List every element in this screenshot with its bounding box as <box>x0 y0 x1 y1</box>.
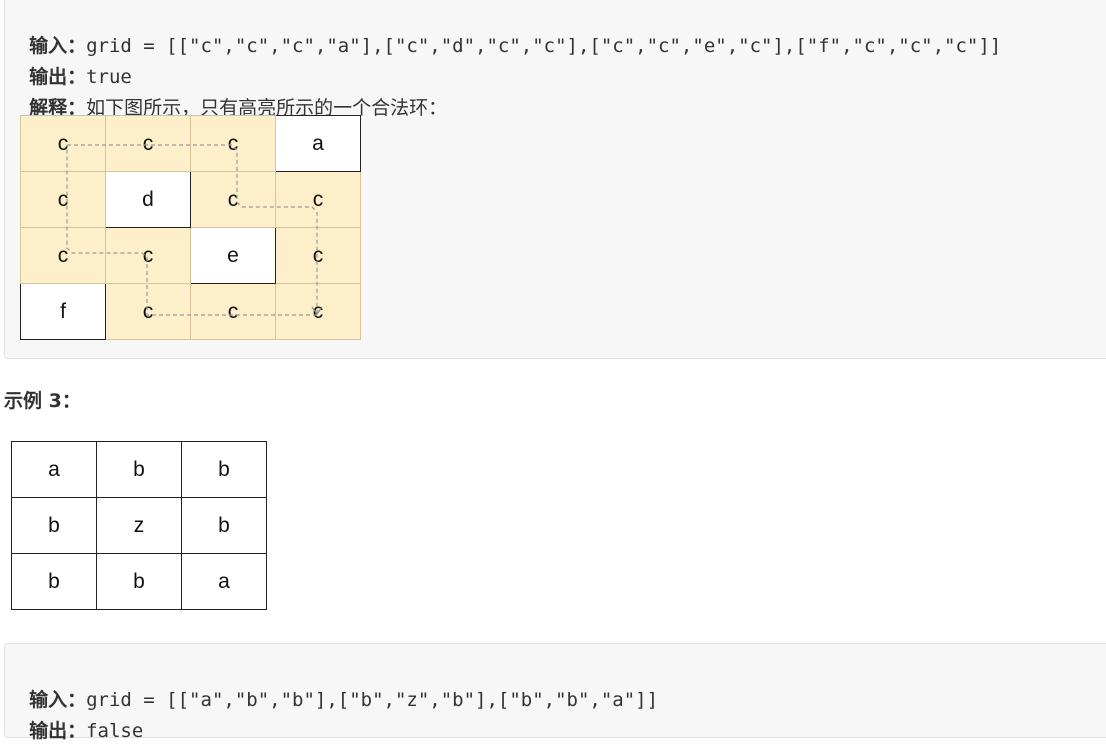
grid-cell: b <box>96 441 182 498</box>
grid-cell: b <box>181 497 267 554</box>
grid-cell: c <box>20 115 106 172</box>
grid-cell: z <box>96 497 182 554</box>
grid-cell: a <box>275 115 361 172</box>
output-code: false <box>86 720 144 742</box>
output-label: 输出： <box>29 720 87 742</box>
grid-cell: c <box>275 171 361 228</box>
input-label: 输入： <box>29 689 87 711</box>
grid-cell: c <box>105 227 191 284</box>
grid-cell: c <box>20 227 106 284</box>
grid-cell: c <box>190 115 276 172</box>
grid-cell: b <box>11 553 97 610</box>
grid-cell: c <box>105 115 191 172</box>
input-label: 输入： <box>29 35 87 57</box>
example-3-output-line: 输出：false <box>17 695 143 743</box>
grid-cell: b <box>11 497 97 554</box>
grid-cell: e <box>190 227 276 284</box>
example-2-output-line: 输出：true <box>17 41 132 89</box>
example-2-explanation-line: 解释：如下图所示，只有高亮所示的一个合法环： <box>17 72 447 120</box>
grid-cell: f <box>20 283 106 340</box>
input-code: grid = [["a","b","b"],["b","z","b"],["b"… <box>86 689 659 711</box>
grid-cell: c <box>190 171 276 228</box>
example-3-heading: 示例 3： <box>4 390 81 412</box>
grid-cell: c <box>105 283 191 340</box>
explanation-label: 解释： <box>29 97 87 119</box>
output-code: true <box>86 66 132 88</box>
grid-cell: a <box>181 553 267 610</box>
grid-cell: b <box>181 441 267 498</box>
grid-cell: c <box>275 283 361 340</box>
grid-cell: b <box>96 553 182 610</box>
grid-cell: a <box>11 441 97 498</box>
example-3-code-block <box>4 643 1106 738</box>
grid-cell: d <box>105 171 191 228</box>
grid-cell: c <box>275 227 361 284</box>
example-2-input-line: 输入：grid = [["c","c","c","a"],["c","d","c… <box>17 10 1001 58</box>
output-label: 输出： <box>29 66 87 88</box>
input-code: grid = [["c","c","c","a"],["c","d","c","… <box>86 35 1002 57</box>
grid-cell: c <box>20 171 106 228</box>
explanation-text: 如下图所示，只有高亮所示的一个合法环： <box>86 97 448 119</box>
grid-cell: c <box>190 283 276 340</box>
example-3-input-line: 输入：grid = [["a","b","b"],["b","z","b"],[… <box>17 664 658 712</box>
